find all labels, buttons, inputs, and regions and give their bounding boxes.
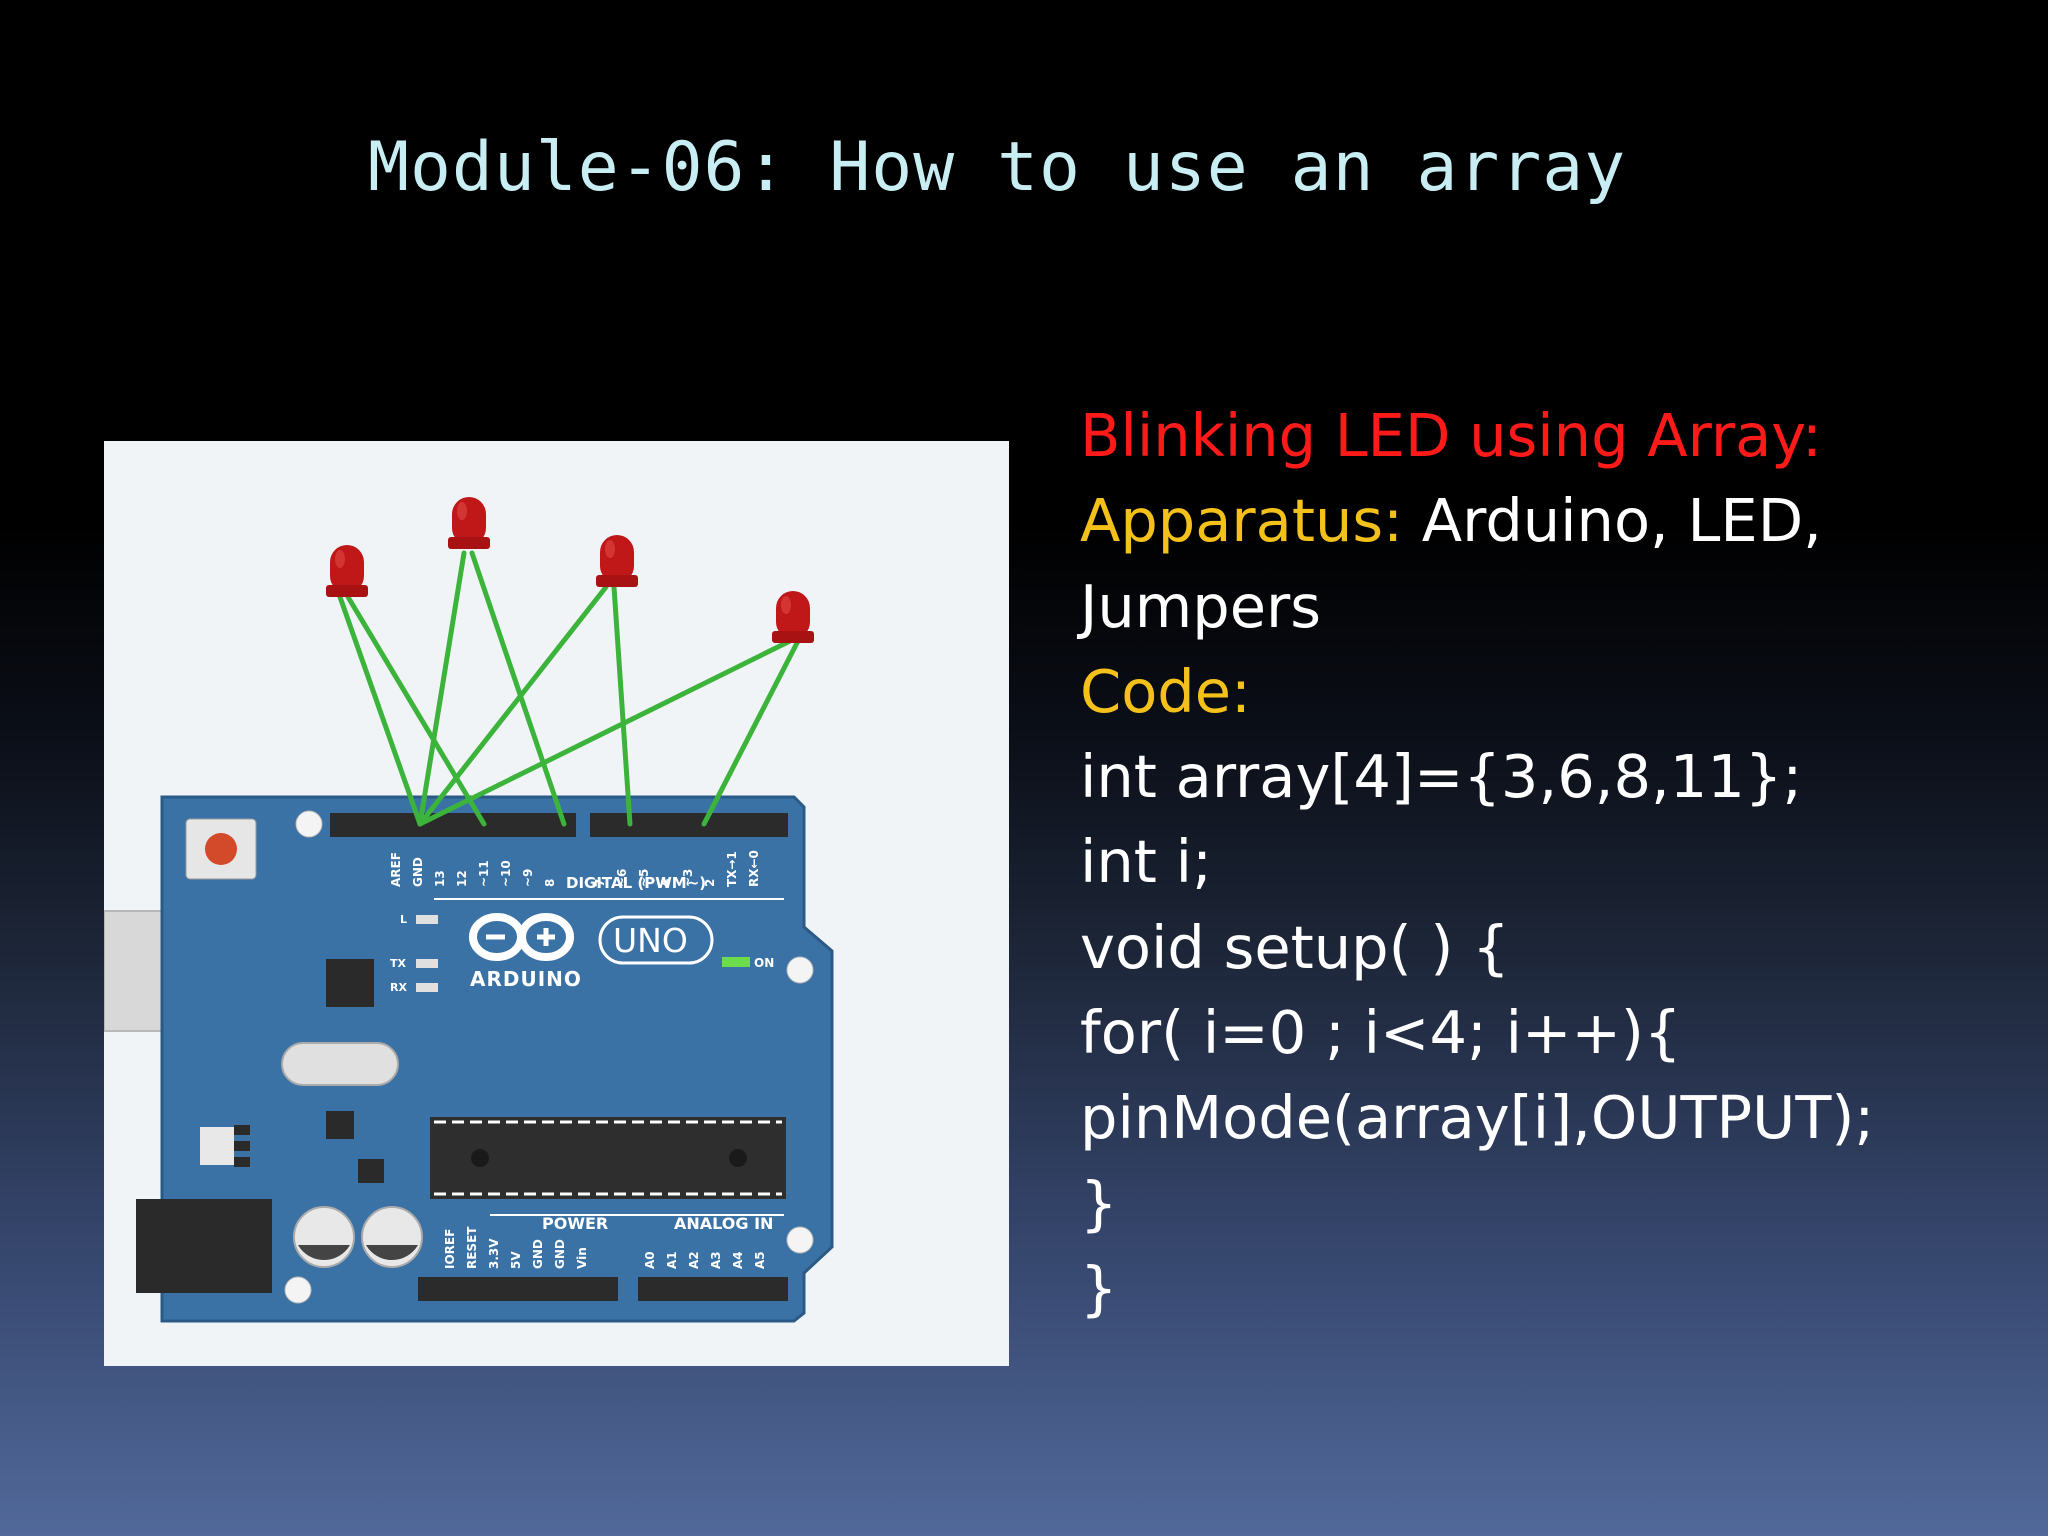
small-chip [326, 1111, 354, 1139]
apparatus-value: Arduino, LED, [1402, 486, 1822, 556]
code-line: void setup( ) { [1080, 912, 1510, 982]
on-led [722, 957, 750, 967]
code-line: } [1080, 1253, 1118, 1323]
mount-hole [284, 1276, 312, 1304]
pin-label: ~9 [521, 869, 535, 887]
pin-label: A0 [643, 1251, 657, 1269]
regulator [200, 1127, 234, 1165]
jumper-wires [337, 550, 801, 827]
pin-label: ~3 [681, 869, 695, 887]
section-heading: Blinking LED using Array: [1080, 401, 1822, 470]
led-1 [326, 545, 368, 597]
apparatus-continuation: Jumpers [1080, 571, 1322, 641]
uno-badge [598, 915, 714, 965]
digital-header-right [590, 813, 788, 837]
power-jack [136, 1199, 272, 1293]
tiny-chip [358, 1159, 384, 1183]
pin-label: 12 [455, 870, 469, 887]
digital-header-label: DIGITAL (PWM~) [566, 874, 706, 892]
code-line: for( i=0 ; i<4; i++){ [1080, 998, 1682, 1068]
code-line: pinMode(array[i],OUTPUT); [1080, 1083, 1875, 1153]
l-led [416, 915, 438, 924]
atmega-chip [430, 1117, 786, 1199]
pin-label: AREF [389, 852, 403, 887]
pin-label: 4 [659, 879, 673, 887]
l-label: L [400, 913, 407, 926]
pin-label: GND [531, 1239, 545, 1269]
on-label: ON [754, 956, 774, 970]
arduino-diagram: AREF GND 13 12 ~11 ~10 ~9 8 7 ~6 ~5 4 ~3 2 TX→1 RX←0 IO… [104, 497, 834, 1323]
pin-label: ~5 [637, 869, 651, 887]
slide-text: Blinking LED using Array: Apparatus: Ard… [1080, 393, 2020, 1331]
pin-label: 7 [593, 879, 607, 887]
led-2 [448, 497, 490, 549]
analog-header [638, 1277, 788, 1301]
crystal [281, 1042, 399, 1086]
analog-header-label: ANALOG IN [674, 1214, 773, 1233]
code-label: Code: [1080, 656, 1251, 726]
code-line: int i; [1080, 827, 1212, 897]
pin-label: ~11 [477, 860, 491, 887]
pin-label: A5 [753, 1251, 767, 1269]
power-header-label: POWER [542, 1214, 608, 1233]
pin-label: Vin [575, 1247, 589, 1269]
uno-label: UNO [613, 921, 688, 960]
pin-label: A1 [665, 1251, 679, 1269]
pin-label: IOREF [443, 1229, 457, 1269]
pin-label: A2 [687, 1251, 701, 1269]
power-header [418, 1277, 618, 1301]
digital-pin-labels: AREF GND 13 12 ~11 ~10 ~9 8 7 ~6 ~5 4 ~3 2 TX→1 RX←0 [389, 850, 761, 887]
pin-label: ~6 [615, 869, 629, 887]
pin-label: 2 [703, 879, 717, 887]
analog-pin-labels: A0 A1 A2 A3 A4 A5 [643, 1251, 767, 1269]
pin-label: TX→1 [725, 851, 739, 887]
pin-label: RESET [465, 1226, 479, 1269]
code-line: } [1080, 1168, 1118, 1238]
pin-label: 8 [543, 879, 557, 887]
rx-label: RX [390, 981, 407, 994]
pin-label: GND [411, 857, 425, 887]
pin-label: A3 [709, 1251, 723, 1269]
pin-label: 5V [509, 1251, 523, 1269]
pin-label: GND [553, 1239, 567, 1269]
digital-header-left [330, 813, 576, 837]
code-line: int array[4]={3,6,8,11}; [1080, 742, 1803, 812]
usb-chip [326, 959, 374, 1007]
arduino-logo [469, 913, 574, 961]
led-3 [596, 535, 638, 587]
led-4 [772, 591, 814, 643]
reset-button-cap [205, 833, 237, 865]
pin-label: 3.3V [487, 1238, 501, 1269]
slide-title: Module-06: How to use an array [368, 128, 1627, 207]
apparatus-line: Apparatus: Arduino, LED, [1080, 478, 2020, 563]
arduino-circuit-image: AREF GND 13 12 ~11 ~10 ~9 8 7 ~6 ~5 4 ~3 2 TX→1 RX←0 IO… [104, 441, 1009, 1366]
pin-label: ~10 [499, 860, 513, 887]
tx-led [416, 959, 438, 968]
mount-hole [786, 1226, 814, 1254]
mount-hole [295, 810, 323, 838]
pin-label: RX←0 [747, 850, 761, 887]
arduino-wordmark: ARDUINO [470, 967, 582, 991]
power-pin-labels: IOREF RESET 3.3V 5V GND GND Vin [443, 1226, 589, 1269]
pin-label: A4 [731, 1251, 745, 1269]
mount-hole [786, 956, 814, 984]
apparatus-label: Apparatus: [1080, 486, 1403, 556]
tx-label: TX [390, 957, 407, 970]
pin-label: 13 [433, 870, 447, 887]
rx-led [416, 983, 438, 992]
